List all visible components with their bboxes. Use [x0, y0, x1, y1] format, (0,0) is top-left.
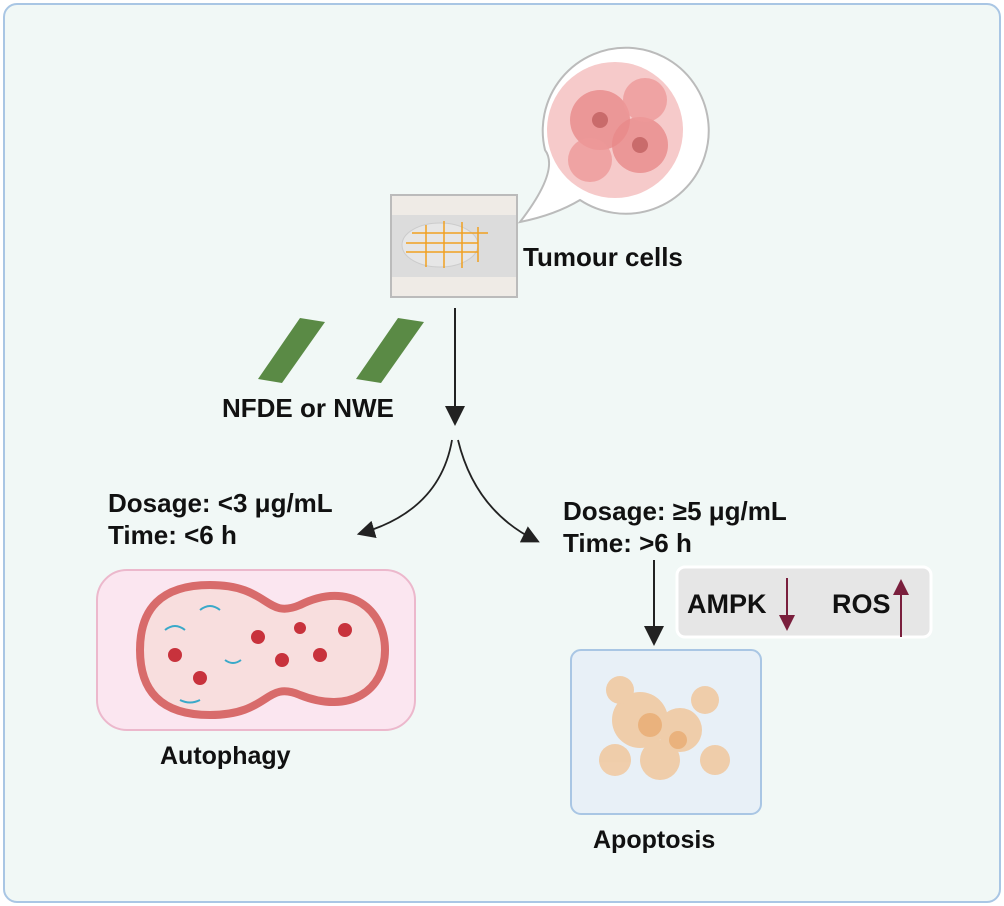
ampk-label: AMPK	[687, 589, 767, 619]
culture-plate-icon	[390, 194, 518, 298]
leaf-icon	[258, 318, 325, 383]
apoptosis-label: Apoptosis	[593, 826, 716, 854]
arrow-left-branch	[356, 439, 453, 539]
tumour-cells-label: Tumour cells	[523, 242, 683, 272]
treatment-label: NFDE or NWE	[222, 393, 394, 423]
signal-box	[675, 565, 933, 639]
tumour-cells-bubble	[517, 46, 710, 224]
autophagy-illustration	[96, 569, 416, 731]
arrow-right-branch	[457, 439, 540, 543]
leaf-icon	[356, 318, 424, 383]
left-dosage-label: Dosage: <3 μg/mL	[108, 488, 333, 518]
apoptosis-illustration	[570, 649, 762, 815]
ros-label: ROS	[832, 589, 891, 619]
autophagy-label: Autophagy	[160, 742, 291, 770]
right-time-label: Time: >6 h	[563, 528, 692, 558]
right-dosage-label: Dosage: ≥5 μg/mL	[563, 496, 787, 526]
diagram-frame	[3, 3, 1001, 903]
left-time-label: Time: <6 h	[108, 520, 237, 550]
